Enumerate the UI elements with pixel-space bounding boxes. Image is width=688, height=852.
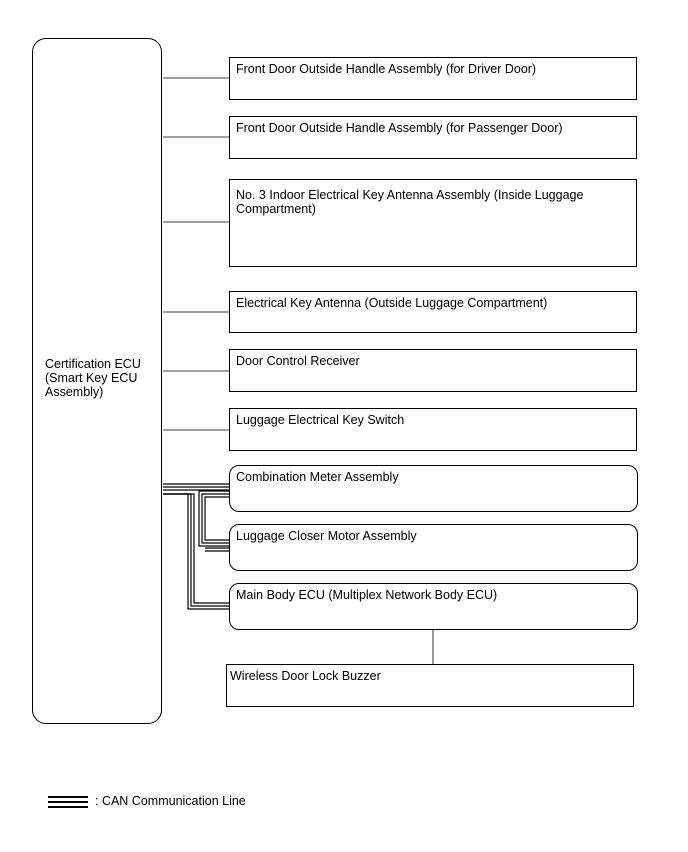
legend-can-line-symbol [48,796,88,808]
certification-ecu-box: Certification ECU (Smart Key ECU Assembl… [32,38,162,724]
component-main-body-ecu: Main Body ECU (Multiplex Network Body EC… [229,583,638,630]
legend-label: : CAN Communication Line [95,794,246,808]
component-passenger-door-handle: Front Door Outside Handle Assembly (for … [229,116,637,159]
component-outside-key-antenna: Electrical Key Antenna (Outside Luggage … [229,291,637,333]
certification-ecu-label: Certification ECU (Smart Key ECU Assembl… [45,357,141,399]
component-combination-meter: Combination Meter Assembly [229,465,638,512]
component-luggage-key-switch: Luggage Electrical Key Switch [229,408,637,451]
component-driver-door-handle: Front Door Outside Handle Assembly (for … [229,57,637,100]
component-wireless-door-lock-buzzer: Wireless Door Lock Buzzer [226,664,634,707]
component-luggage-closer-motor: Luggage Closer Motor Assembly [229,524,638,571]
component-indoor-key-antenna: No. 3 Indoor Electrical Key Antenna Asse… [229,179,637,267]
can-bus [163,483,230,610]
component-door-control-receiver: Door Control Receiver [229,349,637,392]
